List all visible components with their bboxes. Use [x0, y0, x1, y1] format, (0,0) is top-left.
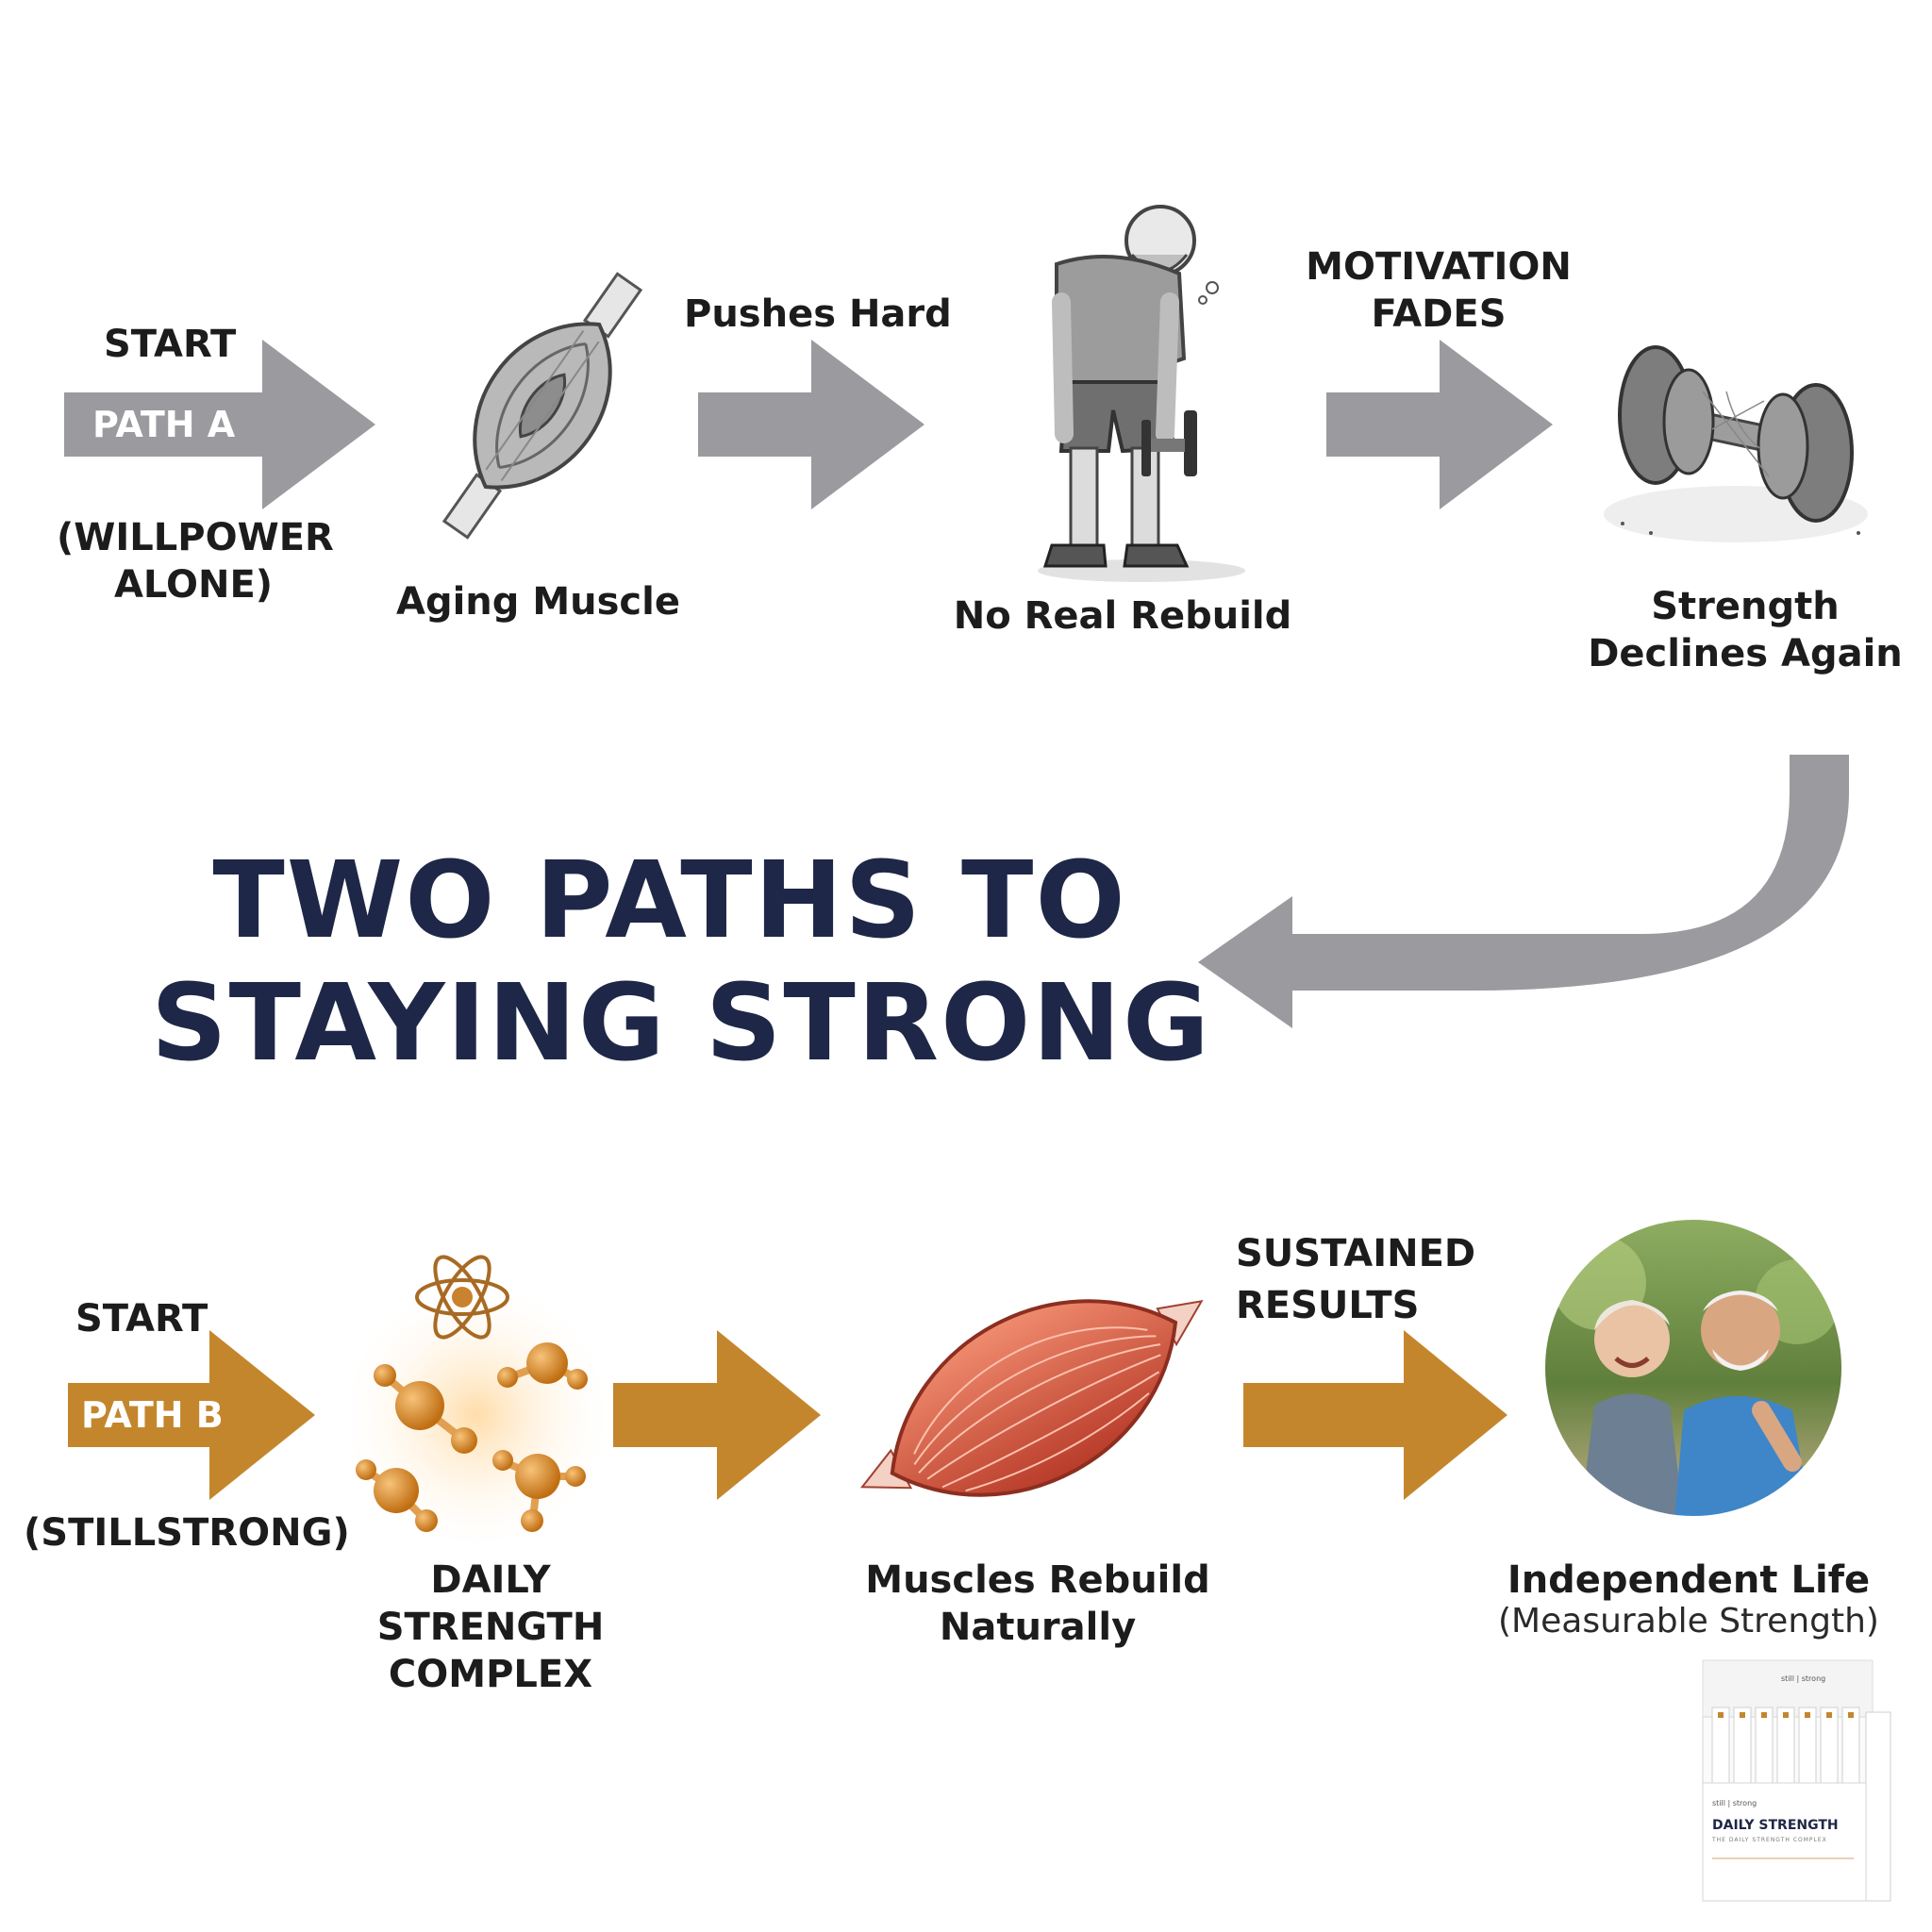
path-a-arrow-2 [1326, 340, 1553, 509]
path-a-step-strength-declines: Strength Declines Again [1588, 585, 1903, 675]
path-b-name: PATH B [81, 1394, 224, 1436]
path-a-transition-pushes-hard: Pushes Hard [684, 292, 952, 336]
path-a-note: (WILLPOWER ALONE) [57, 516, 334, 607]
product-package: still | strong still | strong DAILY STRE… [1698, 1656, 1896, 1910]
path-a-step-no-real-rebuild: No Real Rebuild [953, 594, 1292, 638]
molecules-illustration [335, 1255, 618, 1557]
path-b-step-muscles-rebuild: Muscles Rebuild Naturally [865, 1558, 1210, 1649]
path-a-start-label: START [104, 323, 237, 366]
product-brand-top: still | strong [1781, 1674, 1826, 1683]
path-b-transition-sustained-results: SUSTAINED RESULTS [1236, 1232, 1476, 1327]
path-b-final-subtitle: (Measurable Strength) [1498, 1602, 1879, 1641]
page-title-line-1: TWO PATHS TO [212, 840, 1127, 962]
path-b-step-independent-life: Independent Life [1507, 1558, 1871, 1602]
healthy-muscle-illustration [859, 1299, 1204, 1497]
page-title-line-2: STAYING STRONG [151, 962, 1211, 1085]
path-b-step-daily-strength-complex: DAILY STRENGTH COMPLEX [376, 1558, 605, 1696]
path-b-start-arrow: PATH B [68, 1330, 315, 1500]
dusty-dumbbell-illustration [1604, 345, 1868, 542]
product-tagline: THE DAILY STRENGTH COMPLEX [1712, 1837, 1827, 1843]
tired-man-illustration [1038, 205, 1245, 582]
path-a-name: PATH A [92, 404, 236, 445]
path-a-start-arrow: PATH A [64, 340, 375, 509]
path-a-arrow-1 [698, 340, 924, 509]
path-b-note: (STILLSTRONG) [24, 1511, 350, 1555]
path-a-step-aging-muscle: Aging Muscle [396, 580, 680, 624]
path-b-arrow-1 [613, 1330, 821, 1500]
product-name: DAILY STRENGTH [1712, 1818, 1839, 1833]
product-box-graphic [1702, 1659, 1891, 1902]
happy-couple-photo [1543, 1218, 1843, 1518]
path-a-transition-motivation-fades: MOTIVATION FADES [1306, 245, 1572, 336]
path-b-start-label: START [75, 1297, 208, 1341]
aging-muscle-illustration [441, 272, 643, 540]
path-b-arrow-2 [1243, 1330, 1507, 1500]
product-brand: still | strong [1712, 1799, 1757, 1807]
u-turn-arrow [1198, 755, 1849, 1028]
